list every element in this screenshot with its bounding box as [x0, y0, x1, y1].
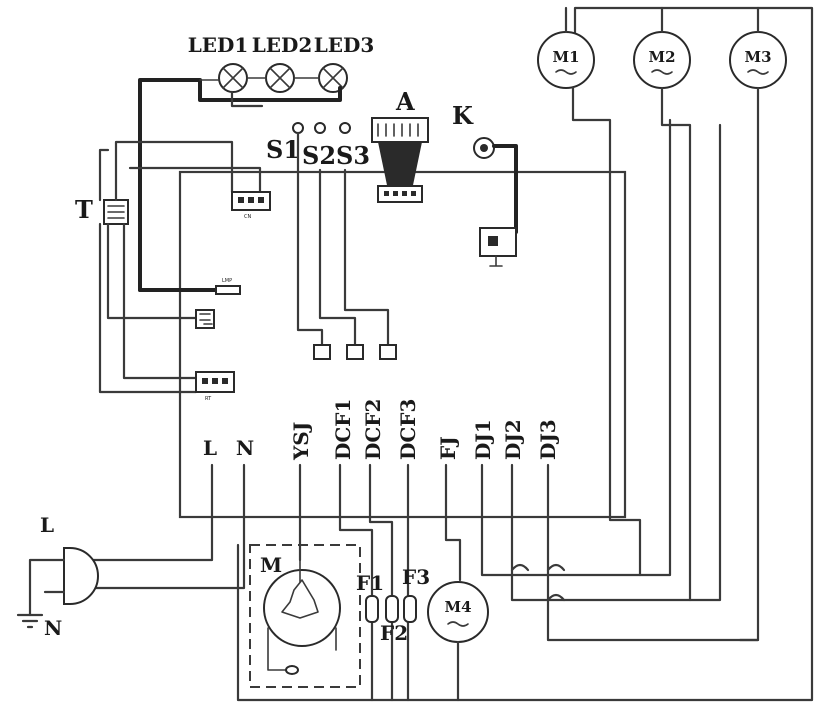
motor-m2: M2 — [633, 31, 691, 89]
terminal-dcf2-label: DCF2 — [361, 399, 385, 460]
component-a-connector — [377, 185, 423, 203]
switch-s2 — [314, 122, 326, 134]
plug-n-label: N — [44, 616, 62, 640]
svg-text:RT: RT — [205, 396, 212, 402]
switch-s3 — [339, 122, 351, 134]
switch-s1 — [292, 122, 304, 134]
led2: LED2 — [252, 33, 313, 93]
wire-dj3 — [546, 463, 760, 642]
wire-dj2 — [510, 463, 692, 602]
m3-wire — [738, 86, 760, 642]
motor-m3-label: M3 — [744, 48, 771, 66]
led3-label: LED3 — [314, 33, 375, 57]
switch-s1-label: S1 — [266, 135, 300, 164]
motor-m4-label: M4 — [444, 598, 471, 616]
motor-m3: M3 — [729, 31, 787, 89]
terminal-fj-label: FJ — [436, 436, 460, 460]
motor-m2-label: M2 — [648, 48, 675, 66]
ground-icon — [16, 613, 44, 629]
terminal-dj2-label: DJ2 — [501, 419, 525, 460]
transformer-wire-b — [98, 148, 110, 202]
lamp-cross-icon — [222, 67, 244, 89]
component-a — [371, 117, 429, 143]
sensor-component — [195, 309, 215, 329]
s3-connector — [379, 344, 397, 360]
fuse-f1-label: F1 — [356, 571, 384, 595]
outer-loop-wire — [236, 6, 814, 702]
compressor-box — [249, 544, 361, 688]
terminal-dj1-label: DJ1 — [471, 419, 495, 460]
terminal-l-label: L — [203, 436, 217, 460]
lamp-connector — [215, 285, 241, 295]
svg-text:LMP: LMP — [222, 278, 232, 284]
terminal-dj3-label: DJ3 — [536, 419, 560, 460]
compressor-label: M — [260, 553, 282, 577]
s2-wire — [318, 168, 357, 347]
s3-wire — [343, 168, 390, 347]
switch-s2-label: S2 — [302, 141, 336, 170]
led2-label: LED2 — [252, 33, 313, 57]
motor-m1-label: M1 — [552, 48, 579, 66]
component-k-wire — [492, 144, 518, 234]
motor-m1: M1 — [537, 31, 595, 89]
led-wire-bundle — [138, 78, 342, 292]
led1-label: LED1 — [188, 33, 249, 57]
wire-l — [80, 463, 214, 562]
wire-fj — [444, 463, 462, 582]
terminal-ysj-label: YSJ — [289, 422, 313, 461]
switch-s3-label: S3 — [336, 141, 370, 170]
terminal-dcf1-label: DCF1 — [331, 399, 355, 460]
fuse-f3 — [403, 595, 417, 623]
compressor-motor-icon — [263, 569, 341, 647]
component-a-label: A — [395, 87, 415, 116]
m2-wire — [660, 86, 722, 602]
plug-icon — [63, 547, 99, 605]
svg-text:CN: CN — [244, 214, 251, 220]
component-k-label: K — [452, 101, 474, 130]
m1-wire — [571, 86, 672, 577]
wire-n — [80, 463, 246, 590]
fuse-f3-label: F3 — [402, 565, 430, 589]
s1-connector — [313, 344, 331, 360]
fuse-f2-label: F2 — [380, 621, 408, 645]
led1: LED1 — [188, 33, 249, 93]
transformer-label: T — [75, 195, 93, 224]
s1-wire — [296, 131, 324, 347]
terminal-n-label: N — [236, 436, 254, 460]
fuse-f2 — [385, 595, 399, 623]
fuse-f1 — [365, 595, 379, 623]
wire-dj1 — [480, 463, 642, 577]
led3: LED3 — [314, 33, 375, 93]
plug-l-label: L — [40, 513, 54, 537]
control-board — [178, 170, 627, 519]
terminal-dcf3-label: DCF3 — [396, 399, 420, 460]
component-a-bundle — [378, 142, 422, 190]
s2-connector — [346, 344, 364, 360]
